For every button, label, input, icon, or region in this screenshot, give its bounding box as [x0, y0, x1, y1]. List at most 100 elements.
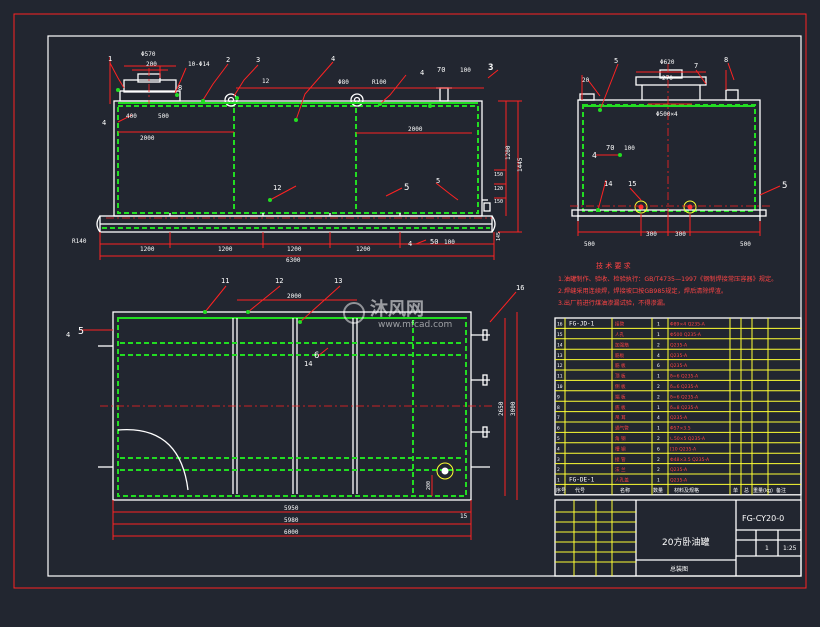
side-view: Φ620 270 Φ500×4 20 5 8 7 4 70 100 14 15 …: [570, 56, 787, 248]
bom-cell-mat: Φ500 Q235-A: [670, 332, 702, 338]
side-dim-500a: 500: [584, 241, 595, 248]
bom-cell-name: 顶 板: [615, 373, 626, 380]
plan-callout-14: 14: [304, 360, 312, 368]
bom-cell-qty: 1: [657, 374, 660, 380]
bom-cell-mat: δ=6 Q235-A: [670, 384, 699, 390]
dim-2000b: 2000: [408, 126, 423, 133]
title-block: FG-CY20-0 20方卧油罐 总装图 1 1:25: [554, 499, 802, 577]
bom-cell-mat: Q235-A: [670, 415, 688, 421]
watermark-name: 沐风网: [370, 298, 424, 320]
callout-5b: 5: [436, 177, 440, 185]
bom-cell-name: 通气管: [615, 425, 629, 432]
callout-12: 12: [273, 184, 281, 192]
bom-cell-no: 9: [557, 394, 560, 400]
drawing-scale: 1:25: [783, 545, 797, 552]
bom-cell-mat: ∟50×5 Q235-A: [670, 436, 706, 442]
bom-header-cell: 单: [733, 487, 738, 494]
front-view: Φ570 200 10-Φ14 12 Φ80 R100 70 100 2000 …: [72, 51, 524, 264]
bom-cell-mat: δ=6 Q235-A: [670, 374, 699, 380]
bom-header-cell: 备注: [776, 487, 786, 494]
callout-2: 2: [226, 56, 230, 64]
drawing-qty: 1: [765, 545, 769, 552]
dim-phi570: Φ570: [141, 51, 156, 58]
bom-cell-no: 2: [557, 467, 560, 473]
bom-header-cell: 代号: [575, 487, 585, 494]
plan-dim-5950: 5950: [284, 505, 299, 512]
side-dim-300a: 300: [646, 231, 657, 238]
plan-callout-16: 16: [516, 284, 524, 292]
callout-3: 3: [256, 56, 260, 64]
bom-cell-no: 15: [557, 332, 563, 338]
bom-cell-mat: Q235-A: [670, 342, 688, 348]
plan-callout-11: 11: [221, 277, 229, 285]
bom-header-cell: 序号: [556, 487, 566, 494]
side-callout-4: 4: [592, 151, 597, 160]
bom-cell-no: 5: [557, 436, 560, 442]
dim-1200c: 1200: [287, 246, 302, 253]
notes-line-3: 3.出厂前进行煤油渗漏试验，不得渗漏。: [558, 299, 669, 307]
bom-cell-qty: 2: [657, 457, 660, 463]
dim-r140: R140: [72, 238, 87, 245]
side-callout-15: 15: [628, 180, 636, 188]
bom-cell-name: 筋 板: [615, 362, 626, 369]
callout-4c: 4: [420, 69, 424, 77]
dim-1200a: 1200: [140, 246, 155, 253]
bom-cell-mat: Φ48×3.5 Q235-A: [670, 457, 710, 463]
side-label-70: 70: [606, 144, 614, 152]
plan-dim-200: 200: [426, 481, 432, 490]
side-dim-phi620: Φ620: [660, 59, 675, 66]
plan-dim-15: 15: [460, 513, 468, 520]
bom-cell-name: 加强筋: [615, 341, 629, 348]
bom-cell-no: 6: [557, 426, 560, 432]
dim-12: 12: [262, 78, 270, 85]
bom-cell-name: 角 钢: [615, 435, 626, 442]
bom-cell-mat: Q235-A: [670, 363, 688, 369]
bom-cell-no: 4: [557, 446, 560, 452]
dim-120: 120: [494, 186, 503, 192]
bom-cell-qty: 2: [657, 467, 660, 473]
dim-150b: 150: [494, 199, 503, 205]
bom-cell-name: 吊 耳: [615, 415, 626, 421]
side-dim-300b: 300: [675, 231, 686, 238]
plan-dim-3000: 3000: [510, 401, 517, 416]
callout-3b: 3: [488, 63, 493, 73]
plan-dim-2000: 2000: [287, 293, 302, 300]
bom-cell-qty: 1: [657, 322, 660, 328]
dim-145: 145: [496, 232, 502, 241]
plan-callout-13: 13: [334, 277, 342, 285]
plan-callout-4: 4: [66, 331, 70, 339]
bom-header-cell: 数量: [653, 487, 663, 494]
plan-dim-5980: 5980: [284, 517, 299, 524]
bom-cell-name: 人孔: [615, 331, 625, 338]
notes-line-1: 1.油罐制作、验收、检验执行：GB/T4735—1997《钢制焊接常压容器》规定…: [558, 275, 777, 283]
drawing-number: FG-CY20-0: [742, 514, 784, 523]
dim-70: 70: [437, 66, 445, 74]
bom-header-cell: 名称: [620, 487, 630, 494]
inner-frame: [47, 35, 802, 577]
plan-dim-6000: 6000: [284, 529, 299, 536]
dim-1200d: 1200: [356, 246, 371, 253]
callout-4: 4: [331, 55, 335, 63]
dim-1200b: 1200: [218, 246, 233, 253]
plan-callout-12: 12: [275, 277, 283, 285]
dim-2000a: 2000: [140, 135, 155, 142]
side-callout-5: 5: [614, 57, 618, 65]
bom-cell-qty: 4: [657, 415, 660, 421]
technical-notes: 技 术 要 求 1.油罐制作、验收、检验执行：GB/T4735—1997《钢制焊…: [558, 261, 777, 307]
bom-cell-no: 3: [557, 457, 560, 463]
bom-cell-name: 端 板: [615, 393, 626, 400]
callout-8: 8: [178, 84, 182, 92]
bom-cell-mat: Φ89×4 Q235-A: [670, 322, 706, 328]
bom-cell-mat: Φ57×3.5: [670, 426, 691, 432]
bom-cell-qty: 1: [657, 332, 660, 338]
side-callout-20: 20: [582, 77, 590, 84]
watermark: 沐风网 www.mfcad.com: [343, 298, 452, 330]
plan-view: 11 12 13 16 5 4 6 14 2000 2650 3000 5950…: [66, 277, 524, 540]
bom-cell-no: 10: [557, 384, 563, 390]
bom-cell-code: FG-JD-1: [569, 321, 595, 328]
bom-cell-name: 接管: [615, 321, 625, 328]
drawing-title: 20方卧油罐: [662, 536, 709, 548]
dim-1200v: 1200: [505, 145, 512, 160]
bom-cell-code: FG-DE-1: [569, 477, 595, 484]
